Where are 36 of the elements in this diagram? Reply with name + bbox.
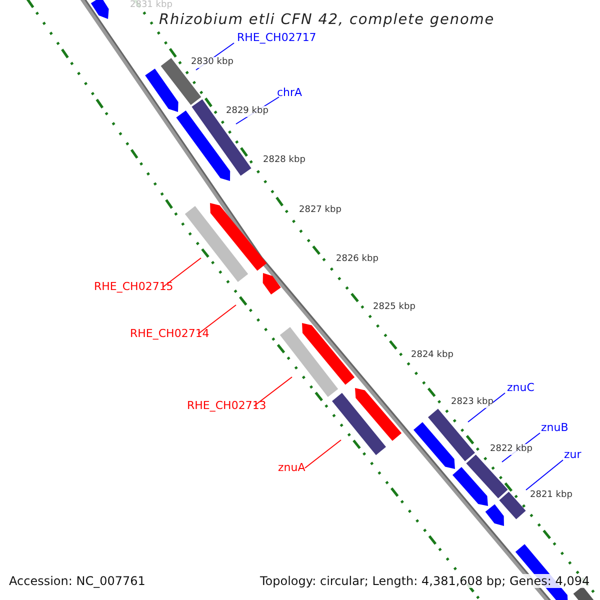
scale-label: 2829 kbp: [226, 106, 268, 117]
gene-label: znuC: [507, 381, 534, 394]
scale-label: 2828 kbp: [263, 155, 306, 166]
leader-line: [162, 258, 202, 288]
scale-label: 2831 kbp: [130, 0, 172, 11]
gene-label: chrA: [277, 86, 302, 100]
gene-label: RHE_CH02717: [237, 31, 316, 44]
title: Rhizobium etli CFN 42, complete genome: [159, 12, 495, 30]
gene-label: RHE_CH02714: [130, 327, 210, 340]
gene-label: znuB: [541, 421, 568, 434]
scale-label: 2824 kbp: [411, 350, 454, 361]
leader-line: [198, 304, 236, 334]
gene-bar: [184, 206, 248, 282]
gene-label: znuA: [278, 461, 306, 474]
gene-bar: [499, 492, 526, 520]
scale-label: 2825 kbp: [373, 302, 416, 313]
scale-label: 2827 kbp: [299, 205, 342, 216]
gene-bar: [192, 99, 252, 176]
scale-label: 2822 kbp: [490, 444, 532, 455]
leader-line: [526, 460, 564, 490]
gene-label: RHE_CH02715: [94, 280, 174, 294]
gene-bar: [332, 392, 386, 456]
accession-text: Accession: NC_007761: [9, 574, 146, 588]
scale-label: 2830 kbp: [191, 57, 234, 68]
scale-label: 2823 kbp: [451, 397, 494, 408]
leader-line: [254, 376, 292, 406]
gene-bar: [466, 454, 508, 498]
leader-line: [468, 392, 506, 422]
genome-info-text: Topology: circular; Length: 4,381,608 bp; Genes: 4,094: [260, 574, 590, 588]
scale-label: 2821 kbp: [530, 490, 572, 501]
gene-bar: [280, 327, 338, 397]
scale-label: 2826 kbp: [336, 254, 378, 265]
gene-label: RHE_CH02713: [187, 399, 266, 412]
leader-line: [304, 440, 342, 468]
gene-label: zur: [564, 448, 582, 462]
gene-bar: [428, 408, 475, 462]
